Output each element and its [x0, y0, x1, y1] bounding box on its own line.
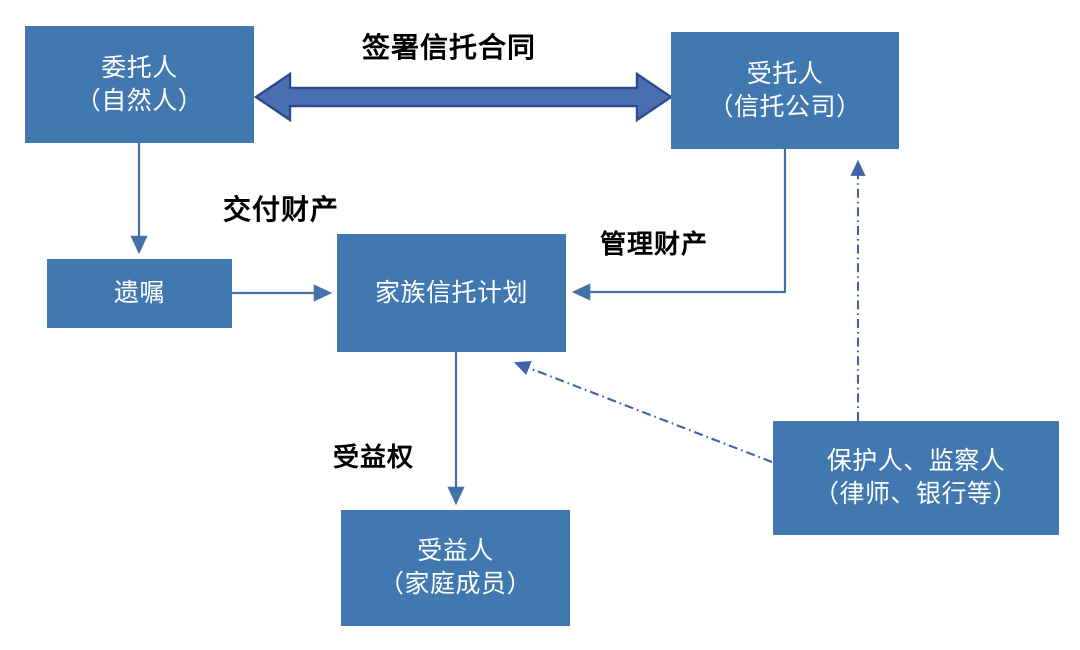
node-trust-plan-line-1: 家族信托计划: [374, 278, 528, 307]
edge-label-beneficial-right: 受益权: [333, 442, 415, 472]
edge-label-sign-contract: 签署信托合同: [362, 32, 537, 63]
node-protector-line-2: （律师、银行等）: [813, 480, 1018, 508]
node-trustee-line-2: （信托公司）: [708, 92, 862, 121]
node-settlor-line-1: 委托人: [101, 53, 178, 82]
node-beneficiary[interactable]: 受益人 （家庭成员）: [341, 510, 570, 626]
connector-protector-trustplan: [514, 360, 773, 463]
node-trustee[interactable]: 受托人 （信托公司）: [671, 32, 899, 149]
node-protector-line-1: 保护人、监察人: [826, 447, 1006, 475]
node-settlor-line-2: （自然人）: [75, 86, 204, 115]
edge-label-deliver-property: 交付财产: [223, 194, 340, 225]
edge-label-manage-property: 管理财产: [600, 229, 709, 259]
node-trustee-line-1: 受托人: [746, 59, 824, 88]
connector-sign-contract: [253, 71, 674, 123]
node-settlor[interactable]: 委托人 （自然人）: [25, 26, 254, 143]
node-beneficiary-line-2: （家庭成员）: [378, 570, 532, 598]
node-will-line-1: 遗嘱: [113, 279, 165, 307]
node-beneficiary-line-1: 受益人: [417, 537, 494, 565]
node-protector[interactable]: 保护人、监察人 （律师、银行等）: [773, 421, 1059, 535]
node-trust-plan[interactable]: 家族信托计划: [337, 234, 566, 352]
node-will[interactable]: 遗嘱: [47, 259, 232, 328]
connector-trustee-trustplan: [571, 149, 787, 301]
